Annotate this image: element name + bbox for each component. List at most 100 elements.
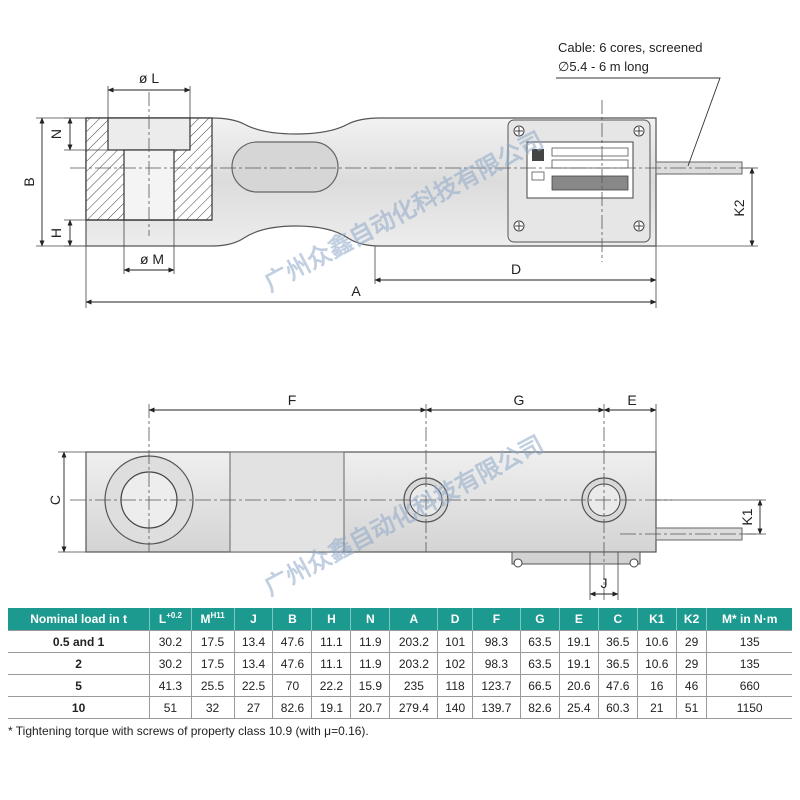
side-view: F G E C K1 J [47, 392, 766, 600]
table-cell: 29 [676, 630, 708, 653]
cable-leader-line [556, 77, 721, 167]
table-cell: 11.1 [311, 652, 352, 675]
table-cell: 19.1 [559, 630, 599, 653]
table-cell: 13.4 [234, 630, 274, 653]
table-cell: 32 [191, 696, 235, 719]
dim-label-L: ø L [139, 70, 159, 86]
column-header: H [311, 608, 352, 631]
column-header-label: K2 [683, 612, 700, 626]
table-cell: 63.5 [520, 652, 560, 675]
table-cell: 118 [437, 674, 473, 697]
table-cell: 36.5 [598, 630, 638, 653]
column-header: E [559, 608, 599, 631]
column-header: K1 [637, 608, 677, 631]
table-cell: 82.6 [272, 696, 313, 719]
dim-label-H: H [48, 228, 64, 238]
table-cell: 30.2 [149, 652, 192, 675]
column-header-label: A [409, 612, 419, 626]
table-cell: 29 [676, 652, 708, 675]
column-header-label: K1 [649, 612, 665, 626]
dim-label-M: ø M [140, 251, 164, 267]
column-header: A [389, 608, 439, 631]
cable-note-line1: Cable: 6 cores, screened [558, 40, 703, 55]
table-cell: 16 [637, 674, 677, 697]
column-header-superscript: H11 [210, 611, 225, 620]
table-cell: 102 [437, 652, 473, 675]
table-cell: 279.4 [389, 696, 439, 719]
table-cell: 140 [437, 696, 473, 719]
table-cell: 20.6 [559, 674, 599, 697]
table-cell: 1150 [706, 696, 792, 719]
column-header-label: L [158, 612, 167, 626]
dim-label-K2: K2 [731, 199, 747, 216]
table-cell: 139.7 [472, 696, 521, 719]
table-cell: 19.1 [311, 696, 352, 719]
screw-icon [513, 125, 645, 232]
table-cell: 17.5 [191, 630, 235, 653]
dim-label-J: J [601, 575, 608, 591]
table-cell: 41.3 [149, 674, 192, 697]
table-cell: 51 [149, 696, 192, 719]
table-cell: 98.3 [472, 652, 521, 675]
table-cell: 98.3 [472, 630, 521, 653]
column-header: C [598, 608, 638, 631]
table-cell: 15.9 [350, 674, 391, 697]
column-header: K2 [676, 608, 708, 631]
side-terminal-plate [511, 551, 641, 565]
table-cell: 203.2 [389, 652, 439, 675]
dim-label-N: N [48, 129, 64, 139]
top-view: ø L ø M N H B D A K2 Ca [21, 40, 758, 308]
table-cell: 63.5 [520, 630, 560, 653]
column-header-label: M* in N·m [722, 612, 778, 626]
table-cell: 51 [676, 696, 708, 719]
table-cell: 203.2 [389, 630, 439, 653]
dim-label-E: E [627, 392, 636, 408]
table-cell: 27 [234, 696, 274, 719]
table-cell: 66.5 [520, 674, 560, 697]
table-cell: 123.7 [472, 674, 521, 697]
column-header: M* in N·m [706, 608, 792, 631]
column-header-label: D [450, 612, 460, 626]
table-cell: 82.6 [520, 696, 560, 719]
table-cell: 20.7 [350, 696, 391, 719]
table-cell: 101 [437, 630, 473, 653]
table-cell: 10.6 [637, 630, 677, 653]
table-cell: 25.4 [559, 696, 599, 719]
technical-drawing: ø L ø M N H B D A K2 Ca [21, 40, 766, 600]
nominal-load-cell: 2 [8, 652, 151, 675]
table-cell: 17.5 [191, 652, 235, 675]
column-header-label: N [366, 612, 375, 626]
dim-label-K1: K1 [739, 508, 755, 525]
column-header-label: H [327, 612, 336, 626]
column-header: D [437, 608, 473, 631]
column-header: J [234, 608, 274, 631]
column-header: L+0.2 [149, 608, 192, 631]
table-cell: 47.6 [598, 674, 638, 697]
column-header: MH11 [191, 608, 235, 631]
dim-label-D: D [511, 261, 521, 277]
dim-label-A: A [351, 283, 361, 299]
column-header: F [472, 608, 521, 631]
column-header: N [350, 608, 391, 631]
table-cell: 22.5 [234, 674, 274, 697]
table-cell: 30.2 [149, 630, 192, 653]
table-cell: 11.1 [311, 630, 352, 653]
footnote: * Tightening torque with screws of prope… [8, 724, 369, 738]
table-cell: 46 [676, 674, 708, 697]
dim-label-F: F [288, 392, 297, 408]
table-cell: 19.1 [559, 652, 599, 675]
table-cell: 13.4 [234, 652, 274, 675]
column-header-label: C [613, 612, 623, 626]
column-header-label: E [574, 612, 583, 626]
column-header-label: M [200, 612, 211, 626]
table-cell: 135 [706, 630, 792, 653]
table-cell: 21 [637, 696, 677, 719]
table-cell: 22.2 [311, 674, 352, 697]
dim-label-B: B [21, 177, 37, 186]
table-cell: 47.6 [272, 652, 313, 675]
dim-label-C: C [47, 495, 63, 505]
